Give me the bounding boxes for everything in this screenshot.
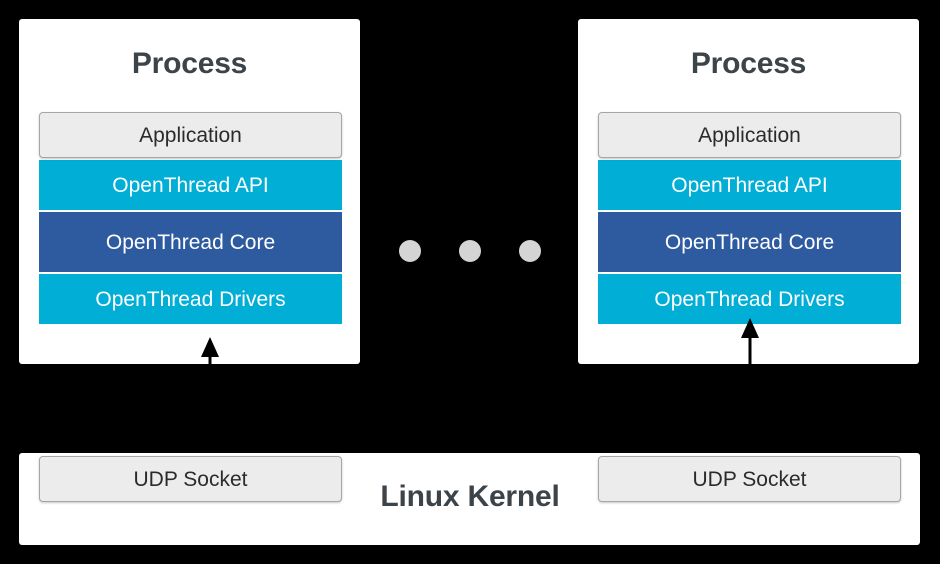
arrow-up-icon-right (738, 318, 762, 364)
layer-openthread-core-left: OpenThread Core (39, 212, 342, 272)
process-stack-right: Application OpenThread API OpenThread Co… (598, 112, 901, 324)
process-title-left: Process (131, 47, 248, 80)
layer-openthread-core-right: OpenThread Core (598, 212, 901, 272)
process-title-right: Process (690, 47, 807, 80)
arrow-up-icon-left (198, 337, 222, 383)
udp-socket-right: UDP Socket (598, 456, 901, 502)
process-stack-left: Application OpenThread API OpenThread Co… (39, 112, 342, 324)
ellipsis-dot-icon-3 (519, 240, 541, 262)
process-card-right: Process Application OpenThread API OpenT… (578, 19, 919, 364)
layer-openthread-drivers-left: OpenThread Drivers (39, 274, 342, 324)
ellipsis-dot-icon-1 (399, 240, 421, 262)
ellipsis-dot-icon-2 (459, 240, 481, 262)
linux-kernel-label: Linux Kernel (380, 480, 560, 513)
layer-openthread-api-right: OpenThread API (598, 160, 901, 210)
layer-application-right: Application (598, 112, 901, 158)
ellipsis-dots (399, 240, 541, 262)
udp-socket-left: UDP Socket (39, 456, 342, 502)
layer-openthread-api-left: OpenThread API (39, 160, 342, 210)
layer-application-left: Application (39, 112, 342, 158)
linux-kernel-panel: UDP Socket Linux Kernel UDP Socket (19, 453, 920, 545)
layer-openthread-drivers-right: OpenThread Drivers (598, 274, 901, 324)
process-card-left: Process Application OpenThread API OpenT… (19, 19, 360, 383)
